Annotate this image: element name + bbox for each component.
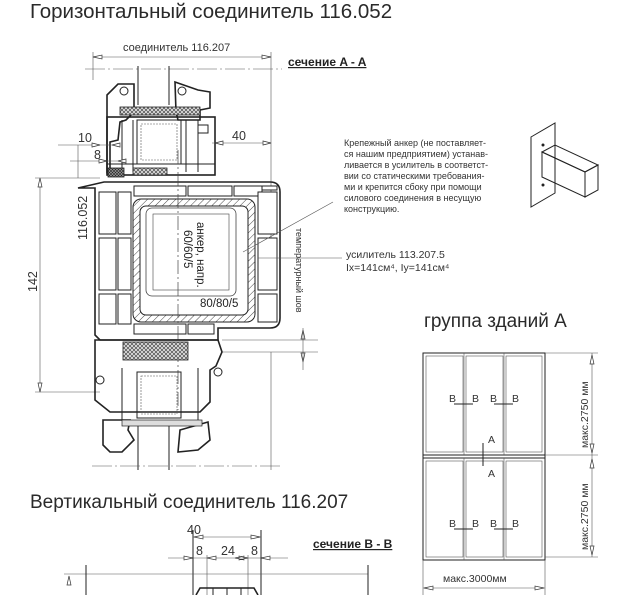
note-leader bbox=[242, 201, 334, 253]
frame-chamber bbox=[197, 124, 209, 134]
dim-arrows bbox=[37, 177, 43, 393]
building-group-diagram: B B B B A A B B B B макс.2750 мм макс.27… bbox=[422, 352, 598, 595]
bottom-frame bbox=[94, 339, 223, 413]
section-bb-label: сечение B - B bbox=[313, 537, 393, 551]
top-sash-left bbox=[106, 83, 135, 174]
dim-arrows bbox=[91, 140, 272, 164]
vertical-connector-title: Вертикальный соединитель 116.207 bbox=[30, 492, 348, 513]
section-mark-b: B bbox=[512, 518, 519, 530]
anchor-note: Крепежный анкер (не поставляет- ся нашим… bbox=[344, 138, 488, 214]
section-mark-b: B bbox=[472, 518, 479, 530]
dim-142: 142 bbox=[26, 271, 40, 292]
window-outline bbox=[422, 352, 546, 561]
horizontal-connector-title: Горизонтальный соединитель 116.052 bbox=[30, 0, 392, 23]
gasket-round bbox=[213, 367, 223, 377]
anchor-size: 60/60/5 bbox=[181, 230, 193, 268]
dim-arrows bbox=[423, 585, 545, 591]
tube-size-label: 80/80/5 bbox=[200, 298, 238, 310]
dim-bb-8-right: 8 bbox=[251, 544, 258, 558]
bottom-gasket-strip bbox=[121, 419, 203, 427]
section-mark-b: B bbox=[512, 393, 519, 405]
height-top-label: макс.2750 мм bbox=[579, 381, 591, 448]
section-aa-label: сечение A - A bbox=[288, 55, 367, 69]
bottom-reinforcement bbox=[136, 371, 182, 419]
dim-arrows bbox=[92, 54, 272, 60]
dim-arrows bbox=[66, 575, 72, 586]
note-line: конструкцию. bbox=[344, 204, 399, 214]
gasket-round bbox=[119, 86, 129, 96]
bottom-sash-right bbox=[177, 420, 211, 453]
building-group-title: группа зданий A bbox=[424, 311, 567, 332]
dim-arrows bbox=[183, 555, 271, 561]
pane bbox=[505, 460, 543, 558]
note-line: ливается в усилитель в соответст- bbox=[344, 160, 488, 170]
dim-10: 10 bbox=[78, 131, 92, 145]
section-aa-drawing: сечение A - A соединитель 116.207 10 8 bbox=[26, 42, 449, 470]
pane bbox=[465, 460, 504, 558]
horizontal-connector-body bbox=[77, 181, 281, 341]
section-mark-a-top: A bbox=[488, 434, 495, 446]
anchor-inner bbox=[152, 213, 230, 291]
temperature-seam-label: температурный шов bbox=[294, 228, 304, 313]
dim-arrows bbox=[193, 534, 261, 540]
section-mark-b: B bbox=[490, 393, 497, 405]
section-mark-b: B bbox=[472, 393, 479, 405]
top-frame bbox=[106, 116, 216, 176]
dim-bb-8-left: 8 bbox=[196, 544, 203, 558]
pane bbox=[425, 460, 464, 558]
seal-center bbox=[132, 167, 168, 176]
section-mark-b: B bbox=[449, 393, 456, 405]
reinforcement-moments: Ix=141см⁴, Iy=141см⁴ bbox=[346, 262, 449, 274]
connector-dimension-label: соединитель 116.207 bbox=[123, 42, 230, 54]
dim-116052: 116.052 bbox=[76, 196, 90, 240]
section-bb-drawing: сечение B - B 40 8 24 8 bbox=[64, 523, 393, 595]
height-bottom-label: макс.2750 мм bbox=[579, 483, 591, 550]
note-line: ся нашим предприятием) устанав- bbox=[344, 149, 488, 159]
gasket-round bbox=[95, 375, 105, 385]
seal-left bbox=[107, 167, 125, 178]
section-mark-a-bottom: A bbox=[488, 468, 495, 480]
note-line: вии со статическими требования- bbox=[344, 171, 485, 181]
top-reinforcement bbox=[136, 119, 182, 165]
width-label: макс.3000мм bbox=[443, 573, 507, 585]
connector-cells bbox=[98, 185, 278, 335]
section-mark-b: B bbox=[490, 518, 497, 530]
top-gasket bbox=[119, 106, 201, 116]
dim-40: 40 bbox=[232, 129, 246, 143]
dim-arrows bbox=[589, 354, 595, 556]
note-line: Крепежный анкер (не поставляет- bbox=[344, 138, 486, 148]
dim-8: 8 bbox=[94, 148, 101, 162]
anchor-isometric-icon bbox=[530, 122, 600, 208]
note-line: ми и крепится сбоку при помощи bbox=[344, 182, 482, 192]
bottom-reinforcement-inner bbox=[140, 375, 178, 415]
dim-bb-24: 24 bbox=[221, 544, 235, 558]
bottom-gasket bbox=[122, 341, 189, 361]
gasket-round bbox=[177, 86, 187, 96]
section-mark-b: B bbox=[449, 518, 456, 530]
reinforcement-label: усилитель 113.207.5 bbox=[346, 249, 445, 261]
anchor-label: анкер, напр. bbox=[194, 222, 206, 288]
note-line: силового соединения в несущую bbox=[344, 193, 481, 203]
top-reinforcement-inner bbox=[140, 123, 178, 161]
dim-bb-40: 40 bbox=[187, 523, 201, 537]
